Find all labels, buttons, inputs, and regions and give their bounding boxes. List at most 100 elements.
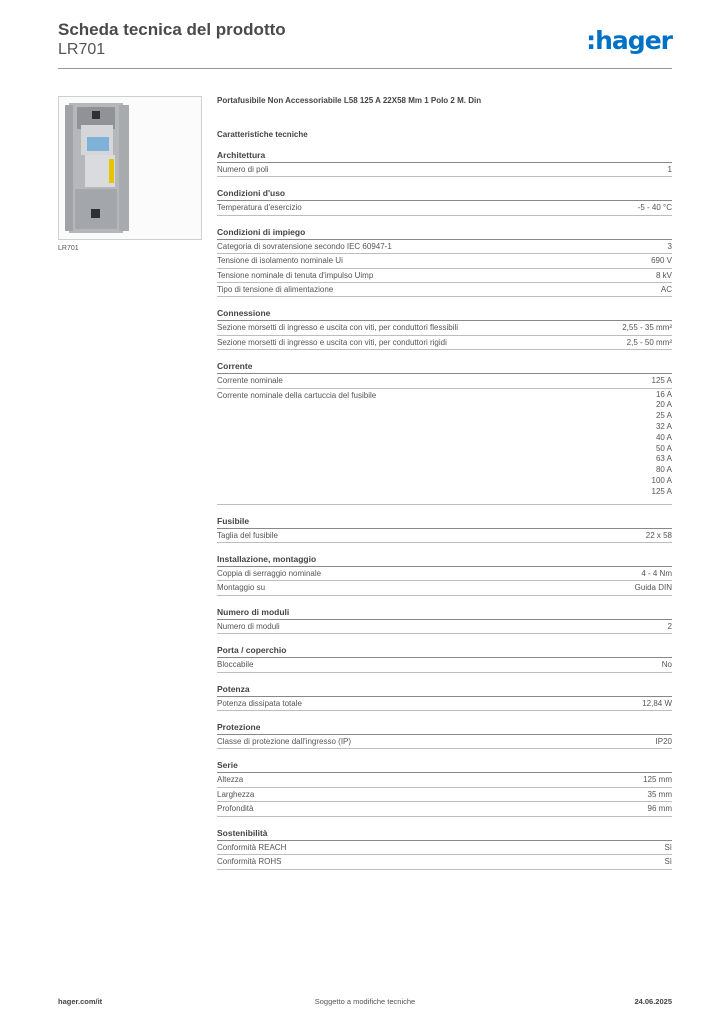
section-title: Numero di moduli: [217, 607, 672, 620]
spec-label: Corrente nominale della cartuccia del fu…: [217, 390, 377, 400]
spec-value: 35 mm: [647, 789, 672, 799]
spec-value: 80 A: [655, 465, 672, 475]
spec-label: Montaggio su: [217, 583, 266, 593]
spec-value: 16 A: [655, 389, 672, 399]
section-title: Sostenibilità: [217, 828, 672, 841]
spec-row: Temperatura d'esercizio -5 - 40 °C: [217, 201, 672, 216]
spec-label: Numero di poli: [217, 165, 269, 174]
spec-value: Guida DIN: [634, 583, 672, 593]
spec-value: 4 - 4 Nm: [641, 569, 672, 579]
spec-row: Categoria di sovratensione secondo IEC 6…: [217, 240, 672, 255]
page-footer: hager.com/it Soggetto a modifiche tecnic…: [58, 997, 672, 1009]
spec-label: Corrente nominale: [217, 376, 283, 386]
spec-row: Numero di moduli 2: [217, 620, 672, 635]
spec-label: Sezione morsetti di ingresso e uscita co…: [217, 337, 447, 347]
spec-value: 22 x 58: [645, 530, 672, 540]
spec-value: IP20: [655, 737, 672, 747]
spec-row: Corrente nominale 125 A: [217, 374, 672, 389]
product-code: LR701: [58, 41, 106, 58]
spec-value: 12,84 W: [642, 698, 672, 708]
spec-label: Conformità ROHS: [217, 857, 282, 867]
spec-value: 125 A: [651, 486, 672, 496]
section-title: Condizioni d'uso: [217, 188, 672, 202]
spec-value: 2,55 - 35 mm²: [622, 323, 672, 333]
spec-label: Profondità: [217, 804, 254, 814]
spec-value: 63 A: [655, 454, 672, 464]
spec-value: 25 A: [655, 411, 672, 421]
spec-value: -5 - 40 °C: [637, 203, 672, 213]
spec-label: Sezione morsetti di ingresso e uscita co…: [217, 323, 458, 333]
section-title: Protezione: [217, 722, 672, 736]
spec-label: Tensione nominale di tenuta d'impulso Ui…: [217, 270, 374, 280]
spec-value: AC: [660, 285, 672, 295]
spec-content: Portafusibile Non Accessoriabile L58 125…: [217, 96, 672, 870]
page-header: Scheda tecnica del prodotto LR701 :hager: [58, 20, 673, 69]
spec-label: Coppia di serraggio nominale: [217, 569, 322, 579]
spec-label: Larghezza: [217, 789, 255, 799]
spec-label: Conformità REACH: [217, 842, 287, 852]
spec-row: Coppia di serraggio nominale 4 - 4 Nm: [217, 567, 672, 582]
spec-label: Numero di moduli: [217, 621, 280, 631]
spec-row: Numero di poli 1: [217, 163, 672, 178]
spec-value: Sì: [664, 857, 672, 867]
spec-label: Classe di protezione dall'ingresso (IP): [217, 737, 352, 747]
characteristics-heading: Caratteristiche tecniche: [217, 130, 308, 139]
spec-label: Categoria di sovratensione secondo IEC 6…: [217, 241, 392, 251]
footer-notice: Soggetto a modifiche tecniche: [314, 997, 416, 1006]
section-title: Architettura: [217, 150, 672, 163]
spec-label: Altezza: [217, 775, 244, 785]
hager-logo: :hager: [586, 26, 673, 55]
spec-value: Sì: [664, 842, 672, 852]
spec-row: Conformità ROHS Sì: [217, 855, 672, 870]
spec-label: Tensione di isolamento nominale Ui: [217, 256, 343, 266]
spec-row: Classe di protezione dall'ingresso (IP) I…: [217, 735, 672, 750]
section-title: Installazione, montaggio: [217, 554, 672, 568]
spec-row: Conformità REACH Sì: [217, 841, 672, 856]
section-title: Porta / coperchio: [217, 645, 672, 659]
page-title: Scheda tecnica del prodotto: [58, 20, 286, 39]
section-title: Fusibile: [217, 516, 672, 529]
spec-row: Profondità 96 mm: [217, 802, 672, 817]
spec-value: 2: [667, 621, 672, 631]
spec-value: 2,5 - 50 mm²: [626, 337, 672, 347]
footer-date: 24.06.2025: [634, 997, 672, 1006]
product-description: Portafusibile Non Accessoriabile L58 125…: [217, 96, 482, 105]
spec-label: Temperatura d'esercizio: [217, 203, 302, 213]
footer-website: hager.com/it: [58, 997, 103, 1006]
spec-value: 125 A: [651, 376, 672, 386]
section-title: Serie: [217, 760, 672, 774]
spec-value: 50 A: [655, 443, 672, 453]
spec-row: Tensione nominale di tenuta d'impulso Ui…: [217, 269, 672, 284]
spec-value: 8 kV: [655, 270, 672, 280]
spec-value: No: [661, 660, 672, 670]
spec-row: Sezione morsetti di ingresso e uscita co…: [217, 336, 672, 351]
section-title: Condizioni di impiego: [217, 227, 672, 240]
spec-value: 1: [667, 165, 672, 174]
spec-row: Sezione morsetti di ingresso e uscita co…: [217, 321, 672, 336]
spec-value: 40 A: [655, 432, 672, 442]
spec-value: 96 mm: [647, 804, 672, 814]
section-title: Potenza: [217, 684, 672, 697]
product-image: [58, 96, 202, 240]
spec-label: Bloccabile: [217, 660, 254, 670]
spec-value: 100 A: [651, 476, 672, 486]
